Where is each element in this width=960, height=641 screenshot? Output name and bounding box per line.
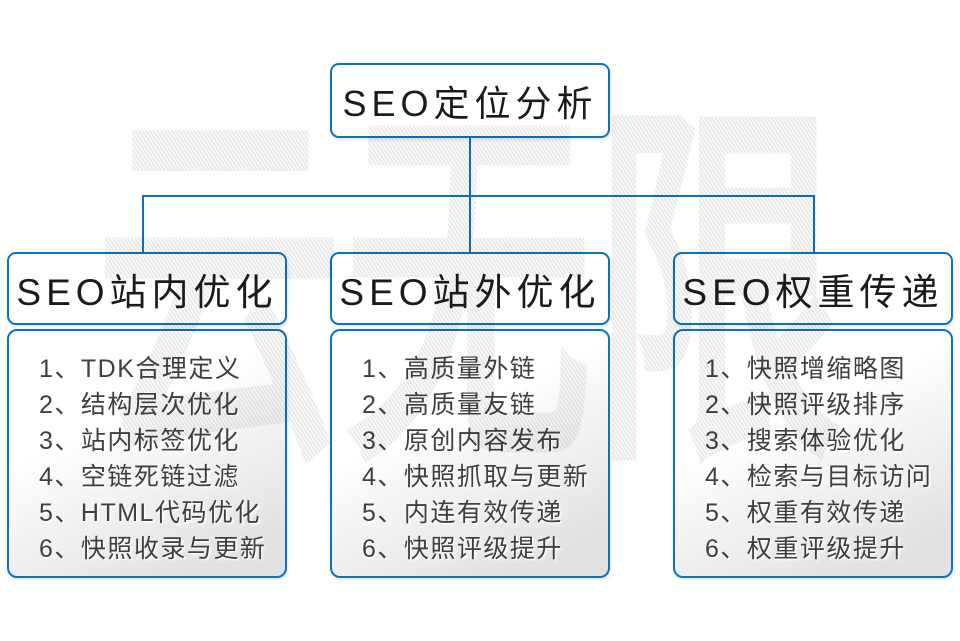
- connector-horizontal-bar: [142, 195, 815, 197]
- list-item: 4、快照抓取与更新: [362, 463, 590, 491]
- list-item: 4、空链死链过滤: [39, 463, 240, 491]
- list-item: 5、HTML代码优化: [39, 499, 261, 527]
- list-item: 5、内连有效传递: [362, 499, 563, 527]
- list-item: 6、快照评级提升: [362, 535, 563, 563]
- root-node-label: SEO定位分析: [342, 82, 598, 124]
- list-item: 3、原创内容发布: [362, 427, 563, 455]
- connector-right-drop: [813, 195, 815, 252]
- list-onsite-seo-items: 1、TDK合理定义 2、结构层次优化 3、站内标签优化 4、空链死链过滤 5、H…: [9, 331, 285, 567]
- node-weight-transfer-label: SEO权重传递: [682, 271, 944, 313]
- list-item: 2、结构层次优化: [39, 391, 240, 419]
- list-item: 5、权重有效传递: [705, 499, 906, 527]
- connector-middle-drop: [469, 195, 471, 252]
- root-node: SEO定位分析: [330, 63, 610, 138]
- connector-root-stem: [469, 136, 471, 196]
- list-offsite-seo-items: 1、高质量外链 2、高质量友链 3、原创内容发布 4、快照抓取与更新 5、内连有…: [332, 331, 608, 567]
- list-offsite-seo: 1、高质量外链 2、高质量友链 3、原创内容发布 4、快照抓取与更新 5、内连有…: [330, 329, 610, 578]
- list-item: 1、快照增缩略图: [705, 355, 906, 383]
- list-weight-transfer-items: 1、快照增缩略图 2、快照评级排序 3、搜索体验优化 4、检索与目标访问 5、权…: [675, 331, 951, 567]
- list-onsite-seo: 1、TDK合理定义 2、结构层次优化 3、站内标签优化 4、空链死链过滤 5、H…: [7, 329, 287, 578]
- list-item: 1、高质量外链: [362, 355, 537, 383]
- list-item: 4、检索与目标访问: [705, 463, 933, 491]
- list-item: 1、TDK合理定义: [39, 355, 242, 383]
- node-offsite-seo-label: SEO站外优化: [339, 271, 601, 313]
- node-onsite-seo-label: SEO站内优化: [16, 271, 278, 313]
- node-weight-transfer: SEO权重传递: [673, 252, 953, 325]
- node-offsite-seo: SEO站外优化: [330, 252, 610, 325]
- connector-left-drop: [142, 195, 144, 252]
- list-weight-transfer: 1、快照增缩略图 2、快照评级排序 3、搜索体验优化 4、检索与目标访问 5、权…: [673, 329, 953, 578]
- list-item: 2、高质量友链: [362, 391, 537, 419]
- list-item: 6、权重评级提升: [705, 535, 906, 563]
- list-item: 3、搜索体验优化: [705, 427, 906, 455]
- list-item: 3、站内标签优化: [39, 427, 240, 455]
- node-onsite-seo: SEO站内优化: [7, 252, 287, 325]
- list-item: 6、快照收录与更新: [39, 535, 267, 563]
- list-item: 2、快照评级排序: [705, 391, 906, 419]
